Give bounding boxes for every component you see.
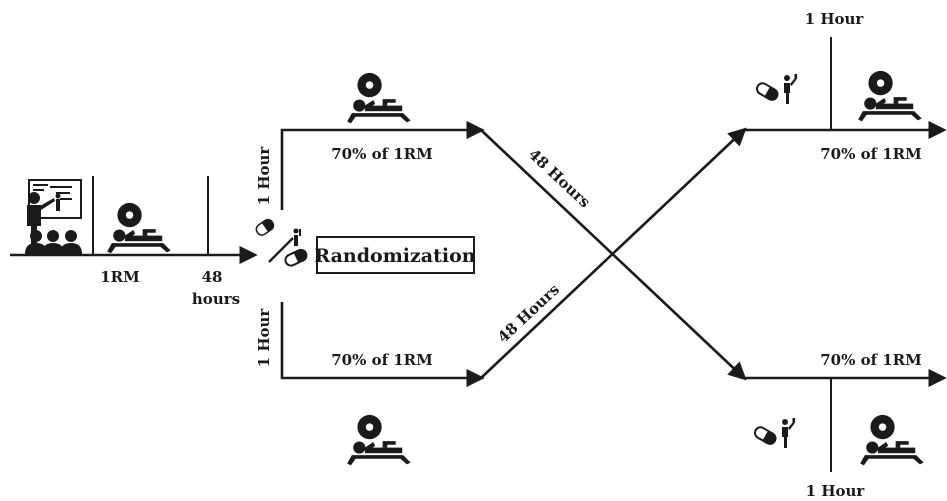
placebo-person-icon	[752, 417, 796, 449]
lower-right-intensity-label: 70% of 1RM	[820, 351, 922, 369]
crossover-line-up	[480, 127, 747, 379]
bench-press-icon	[347, 414, 411, 466]
bench-press-icon	[860, 414, 924, 466]
bench-press-icon	[347, 72, 411, 124]
lower-branch-path	[280, 302, 485, 388]
crossover-upper-48-hours-label: 48 Hours	[525, 145, 594, 211]
wait-48-label-line1: 48	[202, 268, 223, 286]
presentation-icon	[25, 179, 82, 254]
upper-left-intensity-label: 70% of 1RM	[331, 145, 433, 163]
lower-right-hour-label: 1 Hour	[806, 482, 866, 500]
upper-branch-path	[280, 120, 485, 210]
upper-right-intensity-label: 70% of 1RM	[820, 145, 922, 163]
randomization-label: Randomization	[314, 245, 475, 267]
bench-press-icon	[858, 70, 922, 122]
supplement-choice-icon	[255, 218, 308, 267]
bench-press-icon	[107, 202, 171, 254]
randomization-box	[316, 236, 475, 274]
wait-48-label-line2: hours	[192, 290, 240, 308]
lower-left-hour-label: 1 Hour	[255, 308, 273, 368]
upper-left-hour-label: 1 Hour	[255, 146, 273, 206]
crossover-lower-48-hours-label: 48 Hours	[494, 280, 563, 346]
one-rm-label: 1RM	[100, 268, 140, 286]
lower-left-intensity-label: 70% of 1RM	[331, 351, 433, 369]
upper-right-hour-label: 1 Hour	[805, 10, 865, 28]
capsule-person-icon	[754, 73, 798, 105]
